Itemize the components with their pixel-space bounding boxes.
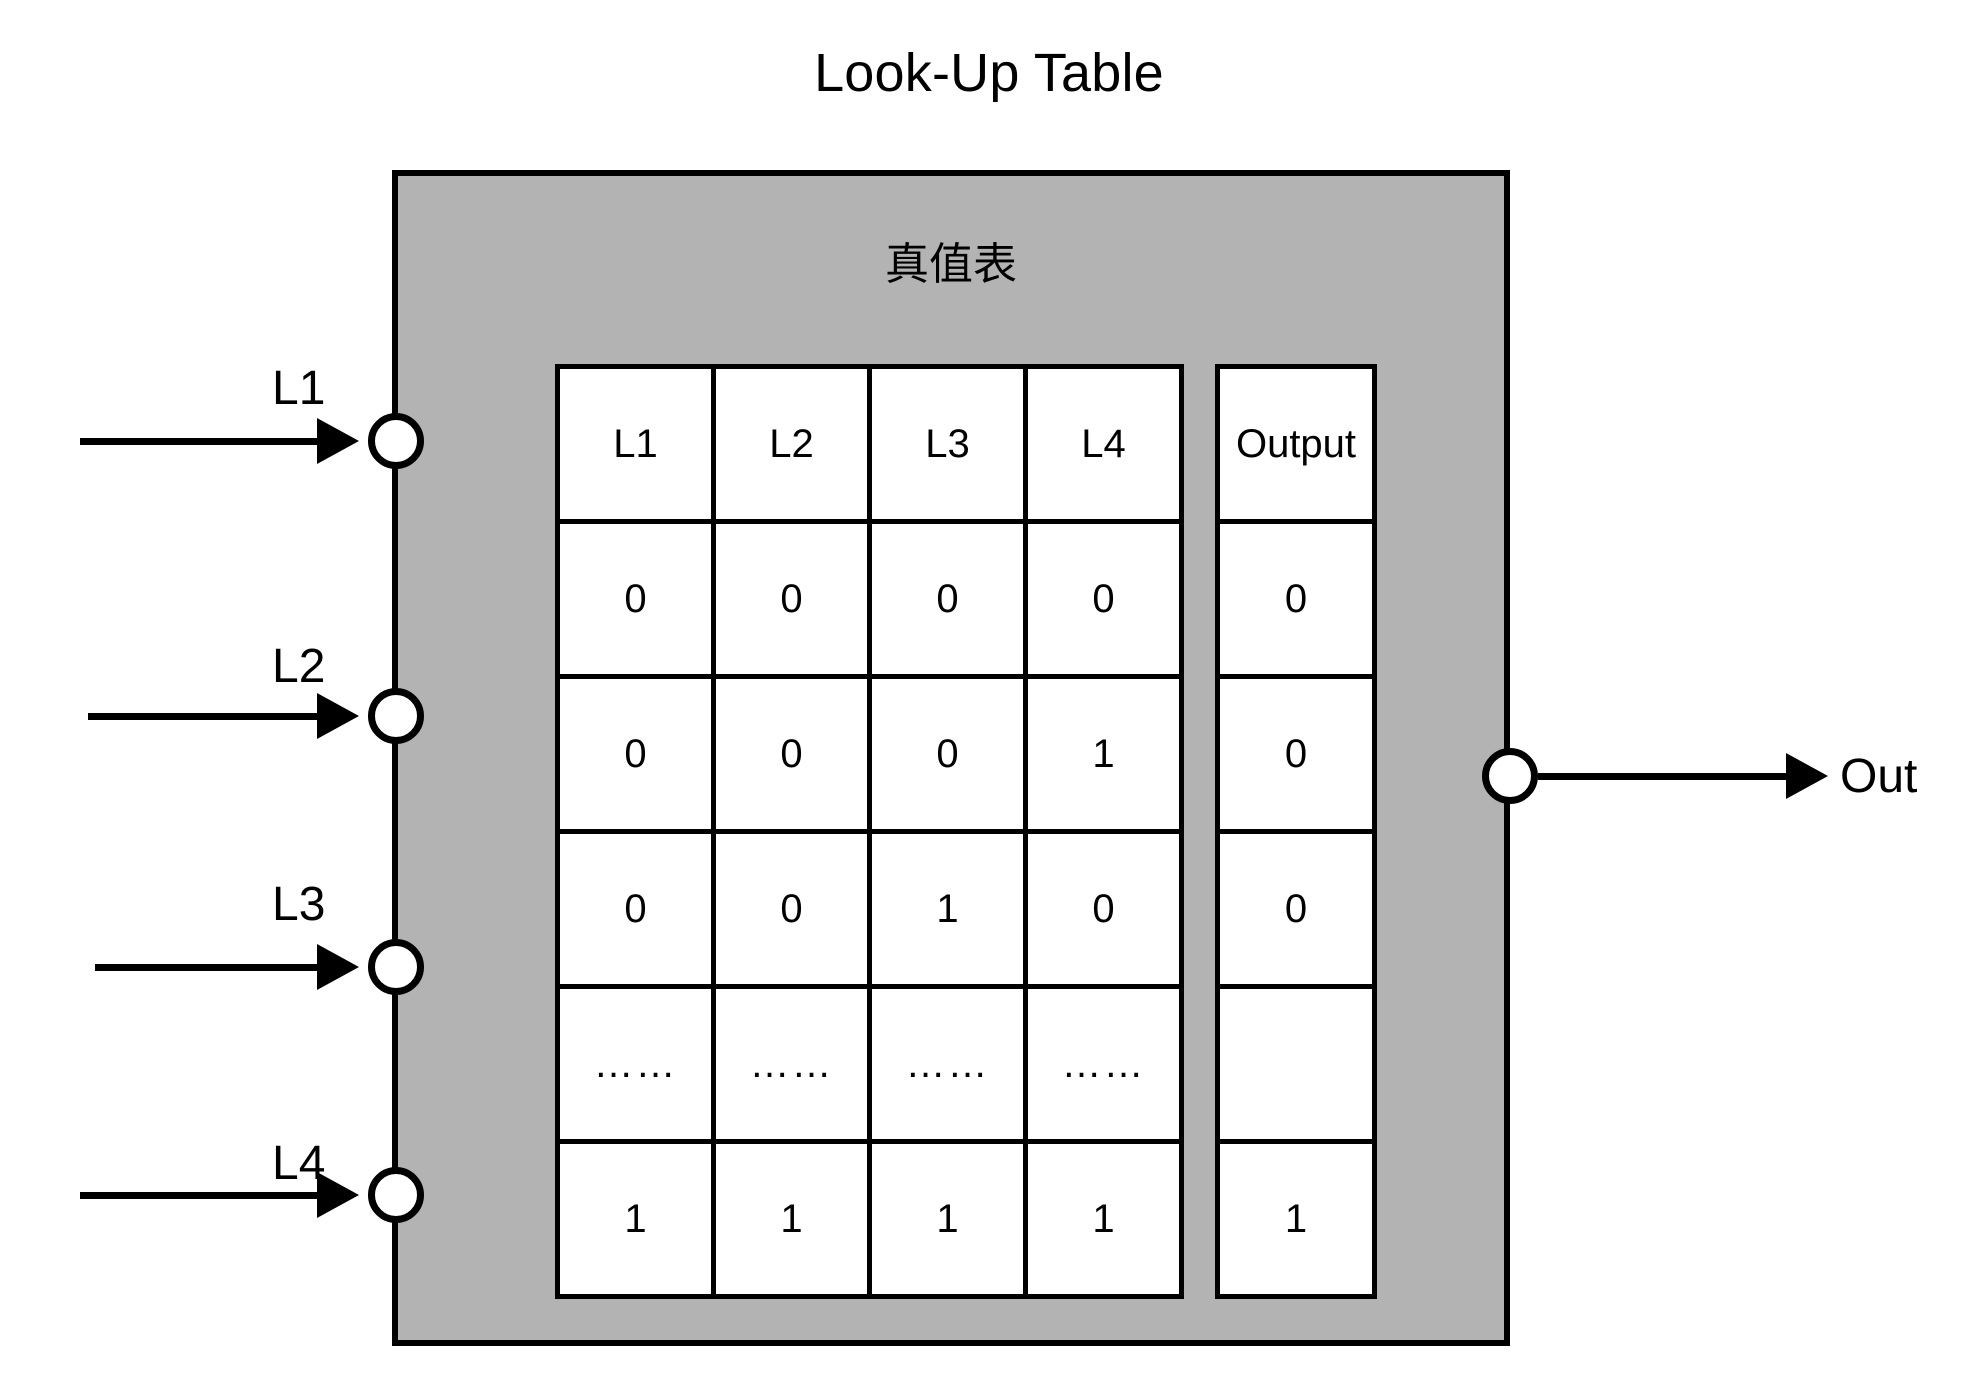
input-arrow-l3 (317, 944, 359, 990)
column-header-output: Output (1215, 364, 1377, 524)
table-header-row: Output (1215, 364, 1377, 524)
cell-r4-l3: 1 (867, 1139, 1028, 1299)
cell-r1-l1: 0 (555, 674, 716, 834)
input-label-l3: L3 (272, 878, 326, 931)
cell-r4-l2: 1 (711, 1139, 872, 1299)
cell-r3-l1: …… (555, 984, 716, 1144)
truth-table-inputs-body: L1 L2 L3 L4 0 0 0 0 0 0 0 1 0 0 1 0 (555, 364, 1184, 1299)
cell-r2-l4: 0 (1023, 829, 1184, 989)
column-header-l2: L2 (711, 364, 872, 524)
table-row-ellipsis (1215, 984, 1377, 1144)
cell-r2-l3: 1 (867, 829, 1028, 989)
input-port-l2[interactable] (368, 688, 424, 744)
cell-r4-l1: 1 (555, 1139, 716, 1299)
column-header-l1: L1 (555, 364, 716, 524)
cell-r3-l2: …… (711, 984, 872, 1144)
table-row: 0 0 0 0 (555, 519, 1184, 679)
cell-r2-l2: 0 (711, 829, 872, 989)
cell-r1-l2: 0 (711, 674, 872, 834)
table-row: 1 (1215, 1139, 1377, 1299)
truth-table-output-body: Output 0 0 0 1 (1215, 364, 1377, 1299)
truth-table-caption: 真值表 (885, 239, 1017, 290)
input-wire-l2 (88, 713, 338, 720)
input-arrow-l1 (317, 418, 359, 464)
cell-r2-l1: 0 (555, 829, 716, 989)
input-arrow-l2 (317, 693, 359, 739)
output-port-out[interactable] (1482, 748, 1538, 804)
output-label-out: Out (1840, 750, 1918, 803)
input-wire-l4 (80, 1192, 338, 1199)
table-row: 0 0 1 0 (555, 829, 1184, 989)
input-label-l2: L2 (272, 640, 326, 693)
table-row: 1 1 1 1 (555, 1139, 1184, 1299)
cell-r3-l3: …… (867, 984, 1028, 1144)
input-arrow-l4 (317, 1172, 359, 1218)
input-port-l1[interactable] (368, 413, 424, 469)
cell-r3-output (1215, 984, 1377, 1144)
input-wire-l3 (95, 964, 338, 971)
table-row-ellipsis: …… …… …… …… (555, 984, 1184, 1144)
input-label-l4: L4 (272, 1137, 326, 1190)
table-row: 0 (1215, 674, 1377, 834)
cell-r0-l3: 0 (867, 519, 1028, 679)
output-wire-out (1538, 773, 1808, 780)
table-header-row: L1 L2 L3 L4 (555, 364, 1184, 524)
cell-r3-l4: …… (1023, 984, 1184, 1144)
cell-r2-output: 0 (1215, 829, 1377, 989)
cell-r0-l1: 0 (555, 519, 716, 679)
cell-r0-l2: 0 (711, 519, 872, 679)
table-row: 0 0 0 1 (555, 674, 1184, 834)
cell-r4-output: 1 (1215, 1139, 1377, 1299)
input-wire-l1 (80, 438, 338, 445)
input-port-l4[interactable] (368, 1167, 424, 1223)
page-title: Look-Up Table (814, 43, 1164, 103)
truth-table-inputs: L1 L2 L3 L4 0 0 0 0 0 0 0 1 0 0 1 0 (555, 364, 1184, 1299)
input-label-l1: L1 (272, 362, 326, 415)
truth-table-output: Output 0 0 0 1 (1215, 364, 1377, 1299)
cell-r1-l4: 1 (1023, 674, 1184, 834)
column-header-l4: L4 (1023, 364, 1184, 524)
input-port-l3[interactable] (368, 939, 424, 995)
table-row: 0 (1215, 519, 1377, 679)
cell-r0-output: 0 (1215, 519, 1377, 679)
cell-r0-l4: 0 (1023, 519, 1184, 679)
cell-r1-l3: 0 (867, 674, 1028, 834)
cell-r4-l4: 1 (1023, 1139, 1184, 1299)
table-row: 0 (1215, 829, 1377, 989)
output-arrow-out (1786, 753, 1828, 799)
cell-r1-output: 0 (1215, 674, 1377, 834)
column-header-l3: L3 (867, 364, 1028, 524)
